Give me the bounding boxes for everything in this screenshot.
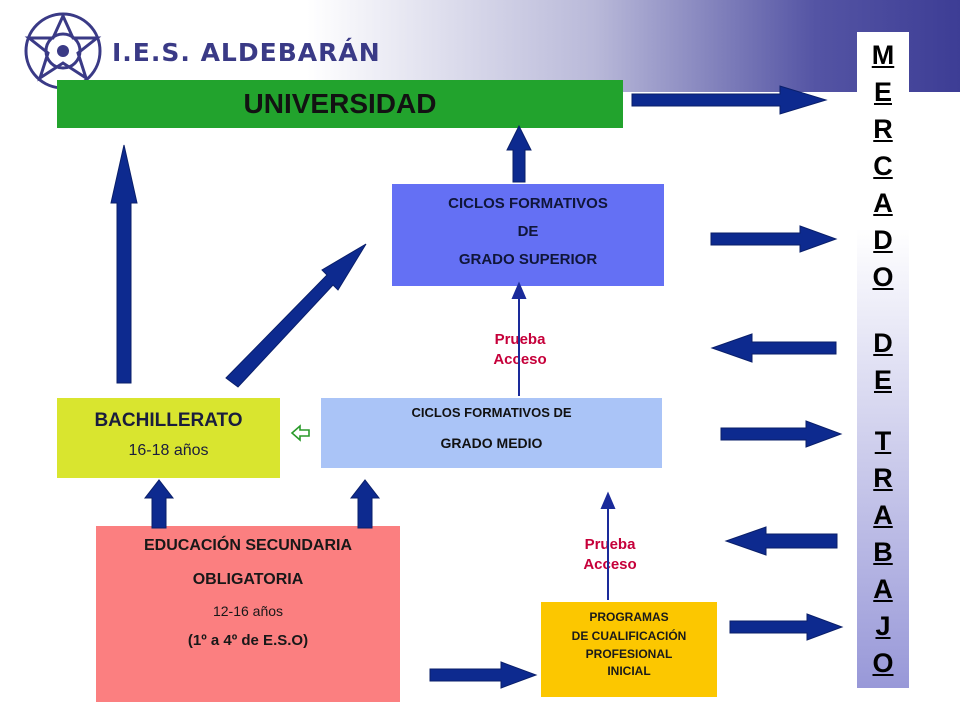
arrow-eso-pcpi (429, 661, 538, 689)
mercado-letter: D (873, 328, 893, 358)
arrow-eso-cfgm (349, 479, 381, 529)
mercado-letter: T (874, 426, 892, 456)
arrowhead-prueba-upper (511, 281, 527, 299)
mercado-letter: R (873, 114, 893, 144)
arrow-mercado-cfgm (710, 333, 837, 363)
ciclos-superior-line3: GRADO SUPERIOR (458, 251, 598, 268)
mercado-letter: D (873, 225, 893, 255)
arrow-cfgs-mercado (710, 225, 838, 253)
mercado-de-trabajo-column: M E R C A D O D E T R A B A J O (857, 32, 909, 688)
arrow-cfgs-universidad (506, 124, 532, 183)
arrow-eso-bachillerato (143, 479, 175, 529)
arrow-bachillerato-universidad (110, 144, 138, 384)
mercado-letter: A (873, 188, 893, 218)
pcpi-line3: PROFESIONAL (585, 647, 673, 661)
school-name: I.E.S. ALDEBARÁN (112, 38, 381, 67)
arrow-bachillerato-cfgs (225, 243, 367, 388)
universidad-box: UNIVERSIDAD (57, 80, 623, 128)
arrow-universidad-mercado (631, 85, 828, 115)
prueba-lower-line1: Prueba (584, 536, 636, 553)
mercado-letter: R (873, 463, 893, 493)
mercado-letter: E (873, 77, 892, 107)
bachillerato-box: BACHILLERATO 16-18 años (57, 398, 280, 478)
prueba-acceso-lower: Prueba Acceso (560, 535, 660, 575)
mercado-letter: B (873, 537, 893, 567)
arrowhead-prueba-lower (600, 491, 616, 509)
mercado-letter: C (873, 151, 893, 181)
pcpi-box: PROGRAMAS DE CUALIFICACIÓN PROFESIONAL I… (541, 602, 717, 697)
ciclos-medio-line1: CICLOS FORMATIVOS DE (411, 405, 572, 420)
eso-line2: OBLIGATORIA (192, 571, 304, 588)
header-band (0, 0, 960, 92)
ciclos-superior-line2: DE (517, 223, 539, 240)
mercado-letter: O (872, 262, 894, 292)
mercado-letter: A (873, 574, 893, 604)
mercado-letter: E (873, 365, 892, 395)
arrow-pcpi-mercado (729, 613, 844, 641)
ciclos-medio-line2: GRADO MEDIO (440, 435, 543, 451)
universidad-label: UNIVERSIDAD (243, 88, 437, 119)
mercado-letter: O (872, 648, 894, 678)
mercado-letter: A (873, 500, 893, 530)
ciclos-superior-line1: CICLOS FORMATIVOS (448, 195, 608, 212)
bachillerato-ages: 16-18 años (128, 442, 209, 459)
pcpi-line2: DE CUALIFICACIÓN (571, 629, 687, 643)
arrow-cfgm-mercado (720, 420, 843, 448)
ciclos-medio-box: CICLOS FORMATIVOS DE GRADO MEDIO (321, 398, 662, 468)
pcpi-line1: PROGRAMAS (589, 610, 669, 624)
eso-box: EDUCACIÓN SECUNDARIA OBLIGATORIA 12-16 a… (96, 526, 400, 702)
arrow-mercado-pcpi (724, 526, 838, 556)
eso-courses: (1º a 4º de E.S.O) (187, 632, 309, 649)
eso-ages: 12-16 años (212, 603, 284, 619)
arrow-cfgm-bachillerato-small (290, 424, 310, 442)
mercado-letter: M (871, 40, 895, 70)
mercado-letter: J (875, 611, 891, 641)
prueba-lower-line2: Acceso (583, 556, 637, 573)
ciclos-superior-box: CICLOS FORMATIVOS DE GRADO SUPERIOR (392, 184, 664, 286)
bachillerato-title: BACHILLERATO (94, 410, 243, 431)
eso-line1: EDUCACIÓN SECUNDARIA (143, 537, 352, 554)
pcpi-line4: INICIAL (607, 664, 651, 678)
